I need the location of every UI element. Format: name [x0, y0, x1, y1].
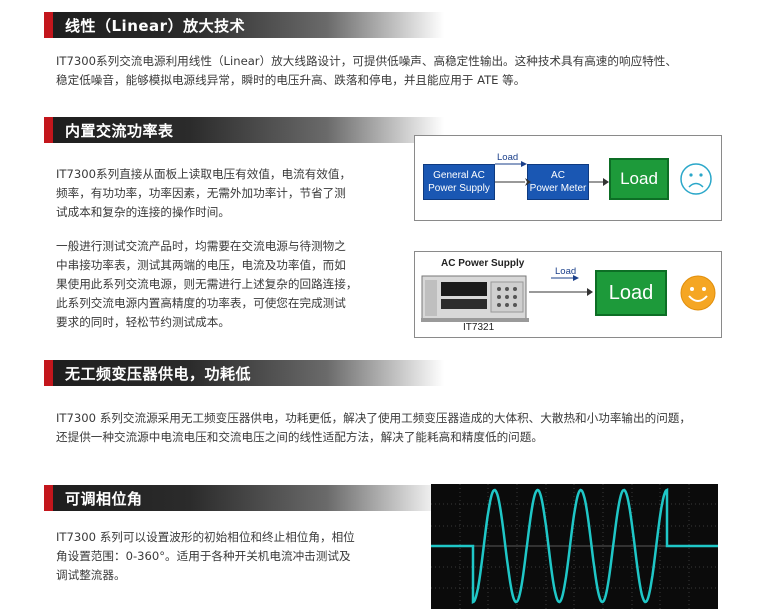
- text-line: IT7300系列直接从面板上读取电压有效值，电流有效值，: [56, 167, 352, 181]
- section-header-phase-angle: 可调相位角: [44, 485, 444, 511]
- text-line: 稳定低噪音，能够模拟电源线异常，瞬时的电压升高、跌落和停电，并且能应用于 ATE…: [56, 73, 526, 87]
- section-title: 可调相位角: [65, 489, 143, 508]
- text-line: 中串接功率表，测试其两端的电压，电流及功率值，而如: [56, 258, 346, 272]
- text-line: IT7300 系列交流源采用无工频变压器供电，功耗更低，解决了使用工频变压器造成…: [56, 411, 691, 425]
- section-title: 无工频变压器供电，功耗低: [65, 364, 252, 383]
- sad-face-icon: [680, 163, 712, 195]
- box-label: General AC: [433, 170, 485, 181]
- general-ac-supply-box: General AC Power Supply: [423, 164, 495, 200]
- text-line: 此系列交流电源内置高精度的功率表，可使您在完成测试: [56, 296, 346, 310]
- section-header-no-transformer: 无工频变压器供电，功耗低: [44, 360, 444, 386]
- text-line: 频率，有功功率，功率因素，无需外加功率计，节省了测: [56, 186, 346, 200]
- section-title: 内置交流功率表: [65, 121, 174, 140]
- text-line: IT7300 系列可以设置波形的初始相位和终止相位角，相位: [56, 530, 355, 544]
- box-label: AC: [551, 170, 565, 181]
- device-title: AC Power Supply: [441, 258, 525, 269]
- text-line: 一般进行测试交流产品时，均需要在交流电源与待测物之: [56, 239, 346, 253]
- text-line: 试成本和复杂的连接的操作时间。: [56, 205, 230, 219]
- box-label: Power Supply: [428, 183, 490, 194]
- accent-marker: [44, 360, 53, 386]
- oscilloscope-waveform: [431, 484, 718, 609]
- power-meter-box: AC Power Meter: [527, 164, 589, 200]
- text-line: 角设置范围：0-360°。适用于各种开关机电流冲击测试及: [56, 549, 351, 563]
- load-box: Load: [595, 270, 667, 316]
- accent-marker: [44, 117, 53, 143]
- connection-arrows: [529, 275, 593, 296]
- device-model: IT7321: [463, 322, 495, 333]
- diagram-builtin-meter: AC Power Supply IT7321 Load Load: [414, 251, 722, 338]
- section-title: 线性（Linear）放大技术: [65, 16, 246, 35]
- text-line: 调试整流器。: [56, 568, 126, 582]
- box-label: Power Meter: [529, 183, 587, 194]
- power-supply-device-icon: [421, 275, 529, 322]
- text-line: 果使用此系列交流电源，则无需进行上述复杂的回路连接，: [56, 277, 358, 291]
- diagram-external-meter: General AC Power Supply AC Power Meter L…: [414, 135, 722, 221]
- section-paragraph: IT7300 系列可以设置波形的初始相位和终止相位角，相位 角设置范围：0-36…: [56, 528, 396, 585]
- text-line: 还提供一种交流源中电流电压和交流电压之间的线性适配方法，解决了能耗高和精度低的问…: [56, 430, 543, 444]
- section-paragraph: IT7300 系列交流源采用无工频变压器供电，功耗更低，解决了使用工频变压器造成…: [56, 409, 756, 447]
- section-paragraph: IT7300系列直接从面板上读取电压有效值，电流有效值， 频率，有功功率，功率因…: [56, 165, 386, 222]
- section-header-linear: 线性（Linear）放大技术: [44, 12, 444, 38]
- load-box: Load: [609, 158, 669, 200]
- accent-marker: [44, 12, 53, 38]
- section-paragraph: IT7300系列交流电源利用线性（Linear）放大线路设计，可提供低噪声、高稳…: [56, 52, 756, 90]
- waveform-plot: [431, 484, 718, 609]
- happy-face-icon: [680, 275, 716, 311]
- text-line: 要求的同时，轻松节约测试成本。: [56, 315, 230, 329]
- section-paragraph: 一般进行测试交流产品时，均需要在交流电源与待测物之 中串接功率表，测试其两端的电…: [56, 237, 386, 332]
- section-header-power-meter: 内置交流功率表: [44, 117, 444, 143]
- connection-arrows: [495, 161, 609, 186]
- arrow-label: Load: [555, 266, 577, 277]
- accent-marker: [44, 485, 53, 511]
- text-line: IT7300系列交流电源利用线性（Linear）放大线路设计，可提供低噪声、高稳…: [56, 54, 677, 68]
- arrow-label: Load: [497, 152, 519, 163]
